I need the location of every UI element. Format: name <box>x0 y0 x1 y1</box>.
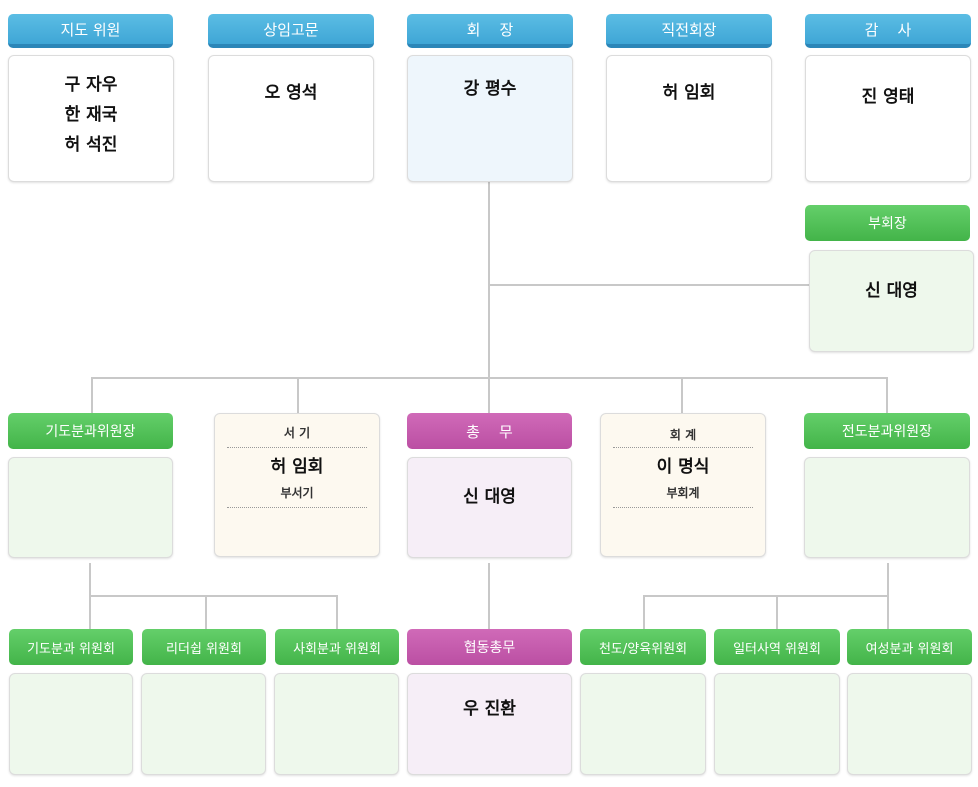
former-president-box: 허 임회 <box>606 55 772 182</box>
connector-left-drop-2 <box>205 595 207 629</box>
connector-left-horizontal <box>89 595 338 597</box>
assistant-secretary-title: 부서기 <box>227 484 367 508</box>
advisory-member: 허 석진 <box>64 135 118 155</box>
general-affairs-member: 신 대영 <box>463 487 516 507</box>
former-president-header: 직전회장 <box>606 14 772 48</box>
connector-middle-drop-2 <box>297 377 299 413</box>
social-committee-header: 사회분과 위원회 <box>275 629 399 665</box>
social-committee-box <box>274 673 399 775</box>
prayer-chair-box <box>8 457 173 558</box>
evangelism-committee-header: 천도/양육위원회 <box>580 629 706 665</box>
treasurer-member: 이 명식 <box>656 457 710 477</box>
connector-right-drop-2 <box>776 595 778 629</box>
connector-president-down <box>488 182 490 378</box>
connector-middle-drop-5 <box>886 377 888 413</box>
evangelism-chair-header: 전도분과위원장 <box>804 413 970 449</box>
general-affairs-box: 신 대영 <box>407 457 572 558</box>
vice-president-box: 신 대영 <box>809 250 974 352</box>
standing-advisor-header: 상임고문 <box>208 14 374 48</box>
connector-middle-drop-4 <box>681 377 683 413</box>
assistant-treasurer-title: 부회계 <box>613 484 753 508</box>
connector-vice <box>489 284 809 286</box>
president-header: 회 장 <box>407 14 573 48</box>
advisory-box: 구 자우 한 재국 허 석진 <box>8 55 174 182</box>
former-president-member: 허 임회 <box>662 83 716 103</box>
leadership-committee-header: 리더쉽 위원회 <box>142 629 266 665</box>
connector-right-drop-1 <box>643 595 645 629</box>
treasurer-box: 회 계 이 명식 부회계 <box>600 413 766 557</box>
auditor-member: 진 영태 <box>861 87 915 107</box>
workplace-committee-box <box>714 673 840 775</box>
leadership-committee-box <box>141 673 266 775</box>
president-member: 강 평수 <box>463 79 517 99</box>
secretary-title: 서 기 <box>227 424 367 448</box>
secretary-member: 허 임회 <box>270 457 324 477</box>
connector-left-drop-3 <box>336 595 338 629</box>
co-general-affairs-header: 협동총무 <box>407 629 572 665</box>
secretary-box: 서 기 허 임회 부서기 <box>214 413 380 557</box>
connector-general-down <box>488 563 490 629</box>
women-committee-header: 여성분과 위원회 <box>847 629 972 665</box>
president-box: 강 평수 <box>407 55 573 182</box>
women-committee-box <box>847 673 972 775</box>
connector-middle-drop-3 <box>488 377 490 413</box>
evangelism-committee-box <box>580 673 706 775</box>
co-general-affairs-member: 우 진환 <box>463 699 516 719</box>
auditor-header: 감 사 <box>805 14 971 48</box>
prayer-chair-header: 기도분과위원장 <box>8 413 173 449</box>
prayer-committee-box <box>9 673 133 775</box>
standing-advisor-box: 오 영석 <box>208 55 374 182</box>
advisory-member: 한 재국 <box>64 105 118 125</box>
vice-president-header: 부회장 <box>805 205 970 241</box>
prayer-committee-header: 기도분과 위원회 <box>9 629 133 665</box>
vice-president-member: 신 대영 <box>865 281 918 301</box>
auditor-box: 진 영태 <box>805 55 971 182</box>
advisory-header: 지도 위원 <box>8 14 173 48</box>
connector-middle-drop-1 <box>91 377 93 413</box>
treasurer-title: 회 계 <box>613 426 753 448</box>
evangelism-chair-box <box>804 457 970 558</box>
advisory-member: 구 자우 <box>64 75 118 95</box>
connector-right-horizontal <box>643 595 889 597</box>
co-general-affairs-box: 우 진환 <box>407 673 572 775</box>
standing-advisor-member: 오 영석 <box>264 83 318 103</box>
workplace-committee-header: 일터사역 위원회 <box>714 629 840 665</box>
general-affairs-header: 총 무 <box>407 413 572 449</box>
